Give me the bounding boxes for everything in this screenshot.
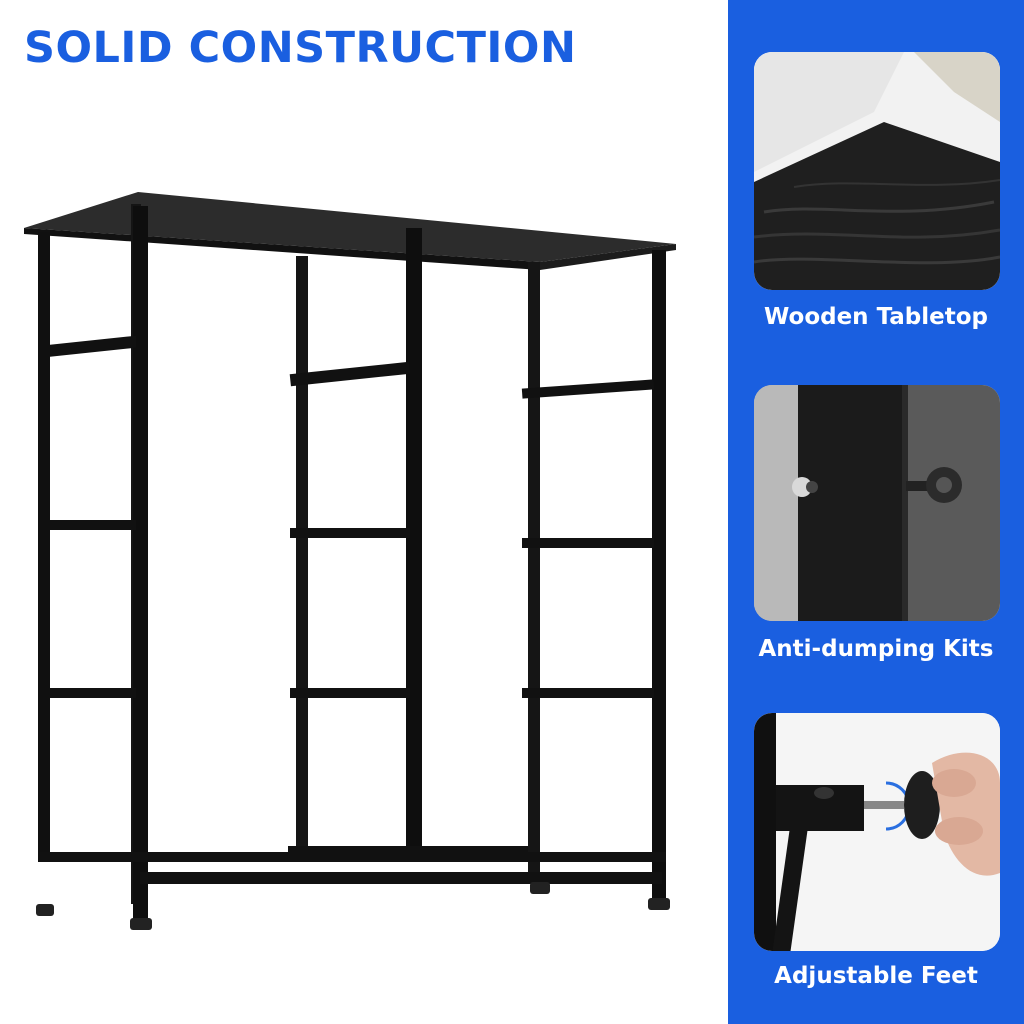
feature-label-adjustable-feet: Adjustable Feet: [774, 963, 978, 989]
feature-card-tabletop: [754, 52, 1000, 290]
headline: SOLID CONSTRUCTION: [24, 23, 577, 73]
feature-label-anti-dumping: Anti-dumping Kits: [758, 636, 994, 662]
dresser-frame-icon: [24, 192, 676, 930]
feature-panel: Wooden Tabletop Anti-dumping Kits: [728, 0, 1024, 1024]
feature-card-anti-dumping: [754, 385, 1000, 621]
feature-label-tabletop: Wooden Tabletop: [763, 304, 989, 330]
dresser-frame-illustration: [0, 180, 728, 940]
wood-grain-photo-icon: [754, 52, 1000, 290]
leveling-foot-photo-icon: [754, 713, 1000, 951]
feature-card-adjustable-feet: [754, 713, 1000, 951]
anti-tip-knob-photo-icon: [754, 385, 1000, 621]
